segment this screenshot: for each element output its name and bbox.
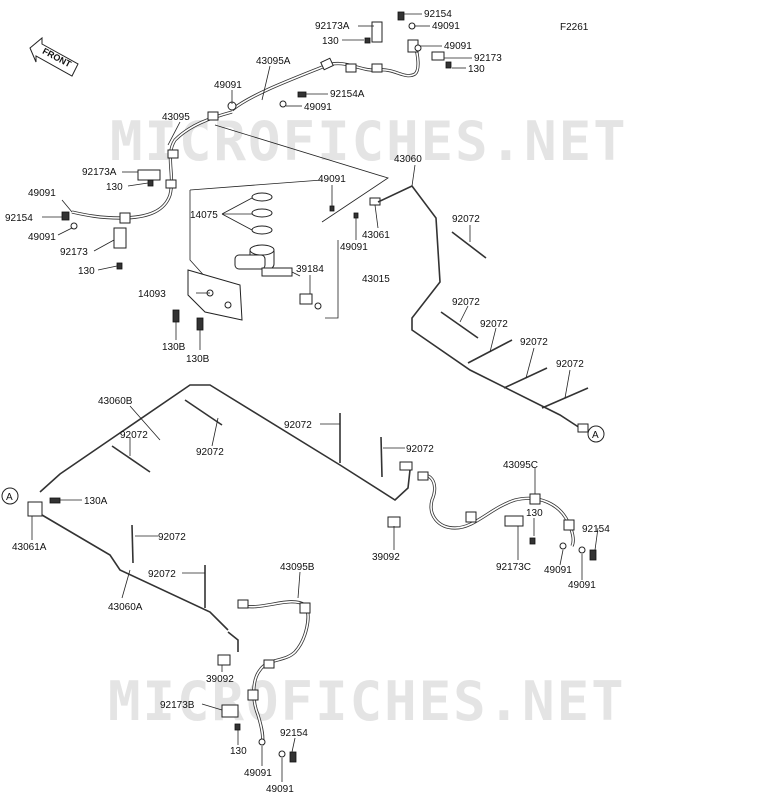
label-14093: 14093 [138, 289, 166, 300]
label-43095a: 43095A [256, 56, 291, 67]
label-92072: 92072 [452, 214, 480, 225]
label-43061a: 43061A [12, 542, 47, 553]
label-92154: 92154 [424, 9, 452, 20]
label-49091: 49091 [340, 242, 368, 253]
label-130: 130 [322, 36, 339, 47]
label-92173c: 92173C [496, 562, 531, 573]
label-92173a: 92173A [315, 21, 350, 32]
label-92072: 92072 [406, 444, 434, 455]
label-49091: 49091 [28, 188, 56, 199]
part-labels: 92154 92173A 49091 130 49091 92173 130 4… [5, 9, 610, 795]
label-130: 130 [468, 64, 485, 75]
watermark-top: MICROFICHES.NET [110, 110, 628, 173]
hose-43095 [71, 110, 233, 224]
label-49091: 49091 [28, 232, 56, 243]
label-92173: 92173 [60, 247, 88, 258]
pipe-43060 [377, 184, 589, 433]
bracket-14093 [172, 269, 243, 331]
label-92154: 92154 [5, 213, 33, 224]
junction-43061a [27, 497, 229, 631]
label-43060b: 43060B [98, 396, 133, 407]
label-92072: 92072 [556, 359, 584, 370]
label-130: 130 [230, 746, 247, 757]
label-43060a: 43060A [108, 602, 143, 613]
leader-lines [31, 13, 599, 782]
label-43060: 43060 [394, 154, 422, 165]
label-92072: 92072 [148, 569, 176, 580]
label-49091: 49091 [304, 102, 332, 113]
label-130b: 130B [186, 354, 210, 365]
label-49091: 49091 [266, 784, 294, 795]
label-39092: 39092 [372, 552, 400, 563]
hose-43095c [387, 471, 597, 561]
pipe-43060b [39, 384, 413, 502]
label-49091: 49091 [244, 768, 272, 779]
watermark-bottom: MICROFICHES.NET [108, 670, 626, 733]
label-39184: 39184 [296, 264, 324, 275]
label-14075: 14075 [190, 210, 218, 221]
label-92072: 92072 [284, 420, 312, 431]
label-43095b: 43095B [280, 562, 315, 573]
label-92072: 92072 [196, 447, 224, 458]
hose-43095b [217, 599, 311, 763]
label-92072: 92072 [120, 430, 148, 441]
connector-a-left-label: A [6, 492, 13, 503]
label-92154a: 92154A [330, 89, 365, 100]
label-49091: 49091 [444, 41, 472, 52]
label-43015: 43015 [362, 274, 390, 285]
connector-a-right-label: A [592, 430, 599, 441]
label-130: 130 [106, 182, 123, 193]
label-130: 130 [526, 508, 543, 519]
figure-code: F2261 [560, 22, 589, 33]
master-cylinder [189, 124, 389, 310]
connector-a-right: A [587, 425, 605, 443]
connector-a-left: A [1, 487, 19, 505]
label-92072: 92072 [520, 337, 548, 348]
hose-43095a [230, 39, 420, 112]
label-92154: 92154 [280, 728, 308, 739]
label-43095c: 43095C [503, 460, 538, 471]
label-130b: 130B [162, 342, 186, 353]
label-92173b: 92173B [160, 700, 195, 711]
label-49091: 49091 [568, 580, 596, 591]
label-49091: 49091 [214, 80, 242, 91]
label-43095: 43095 [162, 112, 190, 123]
label-39092: 39092 [206, 674, 234, 685]
label-92173: 92173 [474, 53, 502, 64]
label-43061: 43061 [362, 230, 390, 241]
label-130a: 130A [84, 496, 108, 507]
label-92154: 92154 [582, 524, 610, 535]
label-130: 130 [78, 266, 95, 277]
clips-92072-right [440, 231, 589, 409]
label-92072: 92072 [452, 297, 480, 308]
label-92173a: 92173A [82, 167, 117, 178]
label-49091: 49091 [544, 565, 572, 576]
label-92072: 92072 [158, 532, 186, 543]
front-arrow-icon: FRONT [29, 36, 79, 77]
leader-43015 [325, 240, 339, 319]
top-fittings [227, 11, 452, 111]
label-49091: 49091 [318, 174, 346, 185]
label-92072: 92072 [480, 319, 508, 330]
label-49091: 49091 [432, 21, 460, 32]
left-fittings [61, 169, 161, 270]
